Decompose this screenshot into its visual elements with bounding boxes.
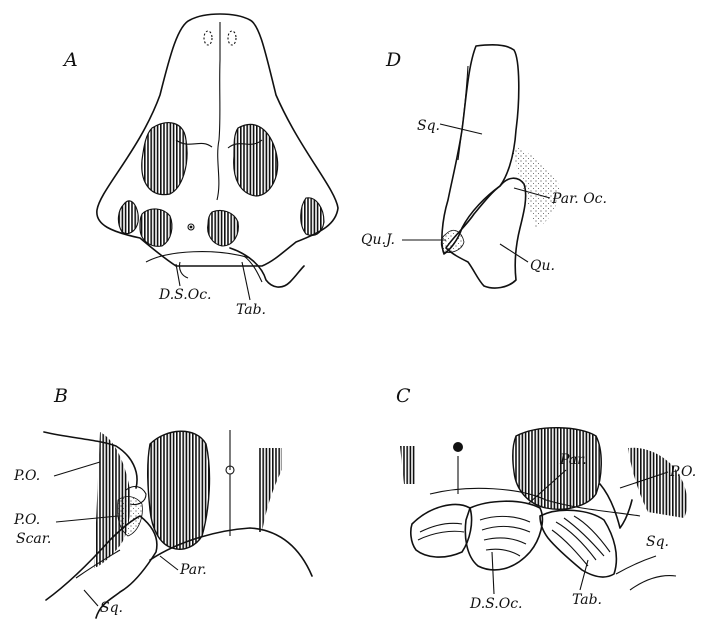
panel-d-squamosal-outline bbox=[442, 45, 519, 254]
panel-a-tabular-notch bbox=[230, 248, 304, 287]
panel-b-label-po: P.O. bbox=[13, 468, 40, 484]
panel-b-label-par: Par. bbox=[179, 562, 207, 578]
panel-a-temporal-left bbox=[140, 209, 172, 246]
panel-a-orbit-right bbox=[234, 124, 278, 196]
panel-b-right-hatch bbox=[258, 448, 282, 532]
panel-d-paroc-stipple bbox=[512, 146, 560, 228]
panel-a-midline-suture bbox=[217, 22, 220, 200]
panel-a-fenestra-right bbox=[301, 198, 324, 236]
panel-a-occipital-arc bbox=[146, 252, 250, 262]
panel-c-lead-dsoc bbox=[492, 552, 494, 594]
panel-a-dsoc-suture bbox=[179, 256, 262, 282]
panel-d-lead-qu bbox=[500, 244, 528, 262]
panel-a-letter: A bbox=[62, 49, 78, 71]
panel-b-label-po-scar-2: Scar. bbox=[16, 531, 51, 547]
panel-c-label-par: Par. bbox=[559, 452, 587, 468]
panel-c-left-hatch bbox=[400, 446, 416, 484]
panel-a-label-dsoc: D.S.Oc. bbox=[158, 287, 212, 303]
panel-b: B P.O. P.O. Scar. Par. Sq. bbox=[13, 385, 312, 618]
panel-b-upper-temporal bbox=[148, 431, 210, 549]
panel-b-lead-sq bbox=[84, 590, 98, 606]
panel-d-label-sq: Sq. bbox=[417, 118, 440, 134]
panel-a-naris-right bbox=[228, 31, 236, 45]
panel-c-letter: C bbox=[396, 385, 411, 407]
panel-c-tabular bbox=[540, 510, 616, 577]
panel-c-label-dsoc: D.S.Oc. bbox=[469, 596, 523, 612]
panel-c-squamosal-curve bbox=[616, 556, 676, 590]
panel-d-quj-stipple bbox=[441, 230, 464, 252]
panel-c-label-po: P.O. bbox=[669, 464, 696, 480]
panel-b-label-po-scar-1: P.O. bbox=[13, 512, 40, 528]
panel-c: C Par. P.O. Sq. D.S.Oc. Tab. bbox=[396, 385, 696, 612]
panel-d: D Sq. Par. Oc. Qu.J. Qu. bbox=[361, 45, 607, 288]
panel-d-letter: D bbox=[385, 49, 401, 71]
panel-d-label-qu: Qu. bbox=[530, 258, 555, 274]
panel-c-tabular-striae bbox=[552, 516, 610, 566]
panel-c-label-sq: Sq. bbox=[646, 534, 669, 550]
panel-a: A D.S.Oc. Tab. bbox=[62, 14, 338, 318]
panel-a-temporal-right bbox=[208, 210, 239, 246]
panel-a-orbit-left bbox=[142, 123, 187, 195]
panel-a-lead-tab bbox=[242, 262, 250, 300]
panel-b-letter: B bbox=[53, 385, 68, 407]
panel-b-label-sq: Sq. bbox=[100, 600, 123, 616]
panel-a-pineal-dot bbox=[190, 226, 193, 229]
panel-c-label-tab: Tab. bbox=[572, 592, 602, 608]
panel-d-squamosal-inner bbox=[458, 66, 468, 160]
panel-c-dsoc-striae bbox=[418, 516, 530, 556]
panel-c-dsoc-left bbox=[411, 505, 472, 558]
panel-b-lead-po bbox=[54, 462, 100, 476]
panel-d-label-quj: Qu.J. bbox=[361, 232, 395, 248]
panel-d-label-paroc: Par. Oc. bbox=[551, 191, 607, 207]
panel-c-lead-tab bbox=[580, 560, 588, 590]
panel-a-label-tab: Tab. bbox=[236, 302, 266, 318]
panel-c-dsoc-center bbox=[465, 501, 542, 570]
panel-c-large-orbit bbox=[513, 428, 602, 510]
panel-a-fenestra-left bbox=[118, 201, 138, 234]
panel-c-pineal bbox=[453, 442, 463, 452]
panel-a-naris-left bbox=[204, 31, 212, 45]
panel-b-lead-par bbox=[160, 556, 178, 570]
